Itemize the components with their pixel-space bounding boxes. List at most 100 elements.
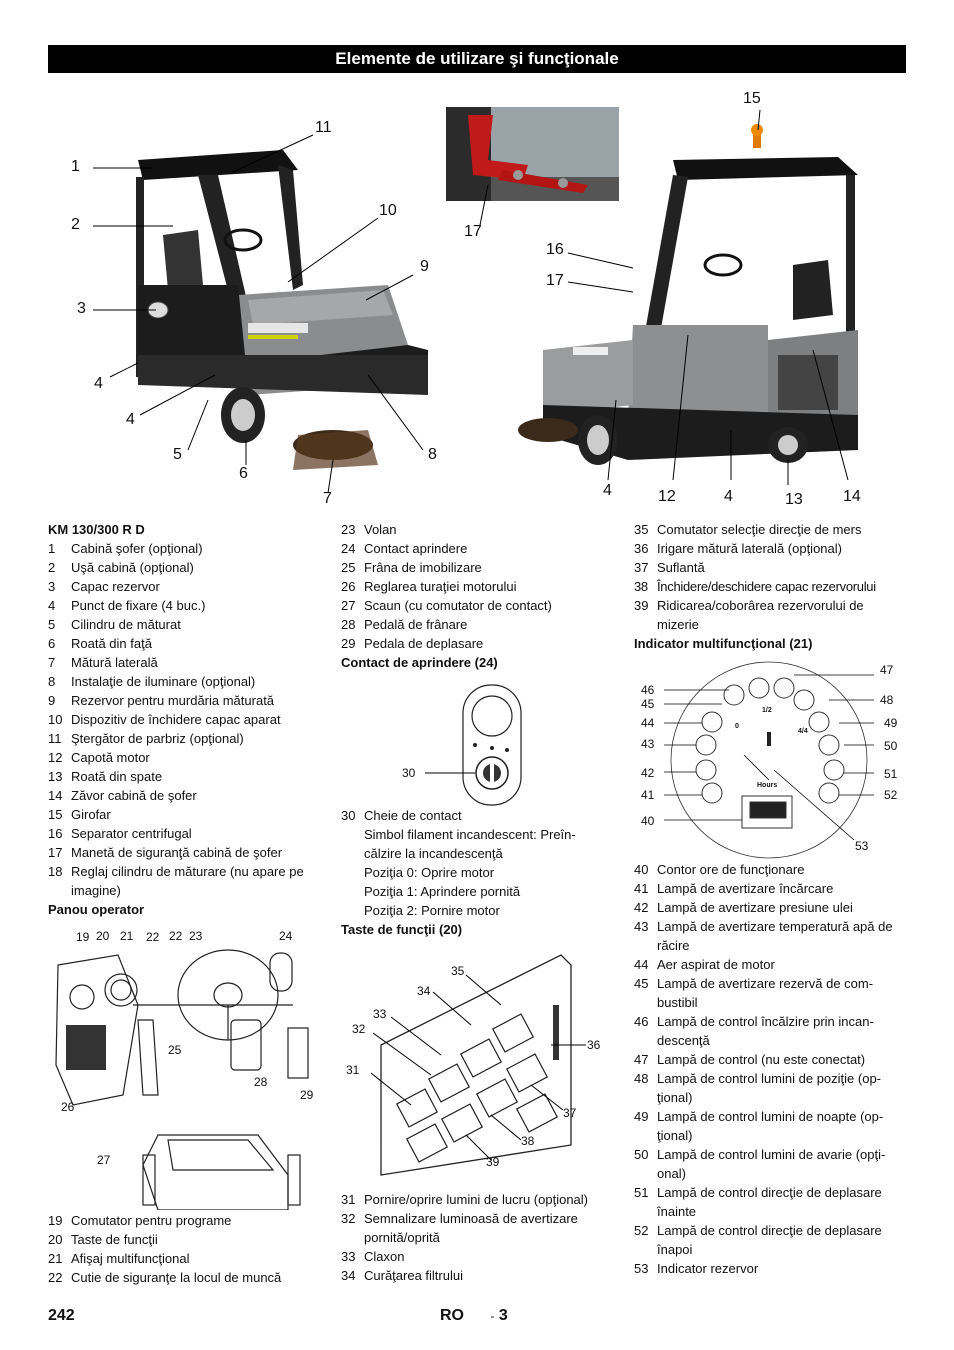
ignition-sub: Poziţia 0: Oprire motor (364, 865, 495, 880)
callout-4a: 4 (94, 375, 103, 392)
ignition-sub: Poziţia 1: Aprindere pornită (364, 884, 521, 899)
keys-label-32: 32 (352, 1022, 366, 1036)
panel-label-20: 20 (96, 929, 110, 943)
keys-label-38: 38 (521, 1134, 535, 1148)
panel-label-21: 21 (120, 929, 134, 943)
callout-4d: 4 (724, 488, 733, 505)
display-label-44: 44 (641, 716, 655, 730)
function-keys-figure: 35 34 33 32 31 36 37 38 39 (341, 945, 611, 1185)
panel-label-28: 28 (254, 1075, 268, 1089)
ignition-label-30: 30 (402, 766, 416, 780)
multifunction-display-figure: 1/2 4/4 0 Hours 46 45 44 43 42 41 40 47 … (634, 660, 906, 860)
display-label-41: 41 (641, 788, 655, 802)
panel-label-29: 29 (300, 1088, 314, 1102)
footer-section: RO - 3 (440, 1307, 508, 1325)
display-title: Indicator multifuncţional (21) (634, 636, 813, 651)
display-label-40: 40 (641, 814, 655, 828)
ignition-sub: Simbol filament incandescent: Preîn- căl… (364, 827, 576, 861)
panel-title: Panou operator (48, 902, 145, 917)
callout-1: 1 (71, 158, 80, 175)
panel-label-24: 24 (279, 929, 293, 943)
ignition-sub: Poziţia 2: Pornire motor (364, 903, 500, 918)
display-drawing (664, 661, 874, 859)
callout-17: 17 (546, 272, 564, 289)
display-label-46: 46 (641, 683, 655, 697)
keys-label-31: 31 (346, 1063, 360, 1077)
panel-label-19: 19 (76, 930, 90, 944)
panel-label-22b: 22 (169, 929, 183, 943)
display-label-45: 45 (641, 697, 655, 711)
callout-17-inset: 17 (464, 223, 482, 240)
operator-panel-drawing (55, 949, 309, 1211)
footer-dash: - (490, 1309, 495, 1323)
display-label-51: 51 (884, 767, 898, 781)
right-machine (518, 124, 858, 465)
callout-3: 3 (77, 300, 86, 317)
display-hours: Hours (757, 782, 778, 789)
section-title: Elemente de utilizare şi funcţionale (48, 45, 906, 73)
panel-label-23: 23 (189, 929, 203, 943)
machine-photos: 1 2 3 4 4 5 6 7 8 9 10 11 17 15 16 17 4 … (48, 85, 906, 510)
keys-label-34: 34 (417, 984, 431, 998)
display-half: 1/2 (762, 707, 772, 714)
panel-label-27: 27 (97, 1153, 111, 1167)
callout-6: 6 (239, 465, 248, 482)
panel-label-22a: 22 (146, 930, 160, 944)
display-label-49: 49 (884, 716, 898, 730)
callout-16: 16 (546, 241, 564, 258)
callout-13: 13 (785, 491, 803, 508)
callout-8: 8 (428, 446, 437, 463)
display-label-52: 52 (884, 788, 898, 802)
keys-title: Taste de funcţii (20) (341, 922, 463, 937)
display-label-50: 50 (884, 739, 898, 753)
callout-4c: 4 (603, 482, 612, 499)
leader-lines (93, 109, 849, 494)
display-zero: 0 (735, 723, 739, 730)
panel-label-25: 25 (168, 1043, 182, 1057)
callout-12: 12 (658, 488, 676, 505)
callout-2: 2 (71, 216, 80, 233)
display-label-47: 47 (880, 663, 894, 677)
ignition-figure: 30 (395, 683, 535, 808)
footer-lang: RO (440, 1307, 464, 1324)
model-title: KM 130/300 R D (48, 522, 145, 537)
ignition-title: Contact de aprindere (24) (341, 655, 498, 670)
machine-illustration (93, 107, 858, 494)
